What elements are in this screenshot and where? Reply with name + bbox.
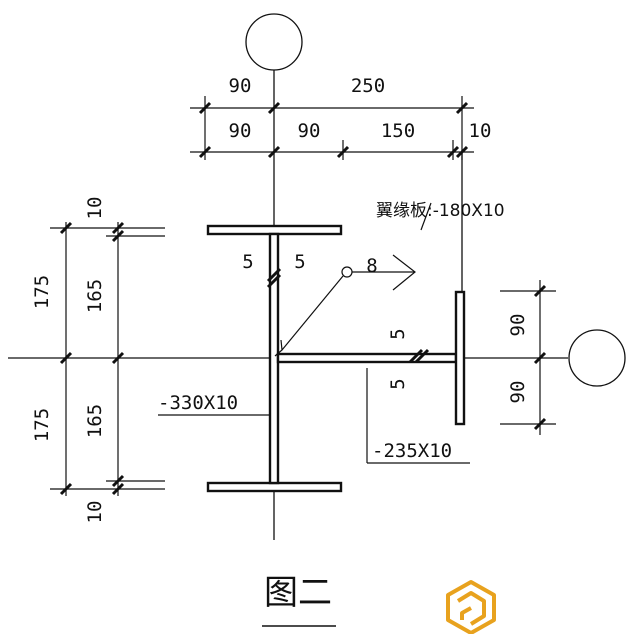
- steel-plates: [206, 224, 466, 493]
- left-dimensions: [50, 222, 165, 496]
- figure-caption: 图二: [264, 573, 332, 613]
- dim-left-outer-bottom: 175: [31, 408, 53, 442]
- weld-size-top-left: 5: [242, 251, 253, 273]
- dim-left-inner-top: 165: [84, 279, 106, 313]
- top-dimension-ticks: [198, 101, 469, 159]
- axis-bubble-right: [568, 329, 626, 387]
- label-leaders: [158, 202, 470, 464]
- weld-marks: [266, 267, 430, 364]
- dim-top-row1-b: 250: [351, 75, 385, 97]
- brand-logo: [446, 580, 496, 634]
- dim-left-outer-top: 175: [31, 275, 53, 309]
- weld-size-right-bottom: 5: [387, 378, 409, 389]
- dim-top-row2-b: 90: [298, 120, 321, 142]
- dim-left-flange-top: 10: [84, 197, 106, 220]
- weld-size-top-right: 5: [294, 251, 305, 273]
- weld-symbol-size: 8: [366, 255, 377, 277]
- dim-left-inner-bottom: 165: [84, 404, 106, 438]
- dim-top-row2-c: 150: [381, 120, 415, 142]
- dim-left-flange-bottom: 10: [84, 501, 106, 524]
- web-plate-label: -330X10: [158, 392, 238, 414]
- dim-right-top: 90: [507, 314, 529, 337]
- stub-web-plate: [276, 352, 458, 364]
- dim-top-row1-a: 90: [229, 75, 252, 97]
- weld-leader: [274, 254, 416, 357]
- right-dimension-ticks: [533, 284, 547, 431]
- weld-size-right-top: 5: [387, 328, 409, 339]
- dim-top-row2-a: 90: [229, 120, 252, 142]
- left-dimension-ticks: [59, 221, 125, 496]
- flange-plate-label: 翼缘板:-180X10: [376, 201, 505, 221]
- bottom-flange-plate: [206, 481, 343, 493]
- dim-top-row2-d: 10: [469, 120, 492, 142]
- stub-flange-plate: [454, 290, 466, 426]
- axis-bubble-top: [245, 13, 303, 71]
- dim-right-bottom: 90: [507, 381, 529, 404]
- stub-plate-label: -235X10: [372, 440, 452, 462]
